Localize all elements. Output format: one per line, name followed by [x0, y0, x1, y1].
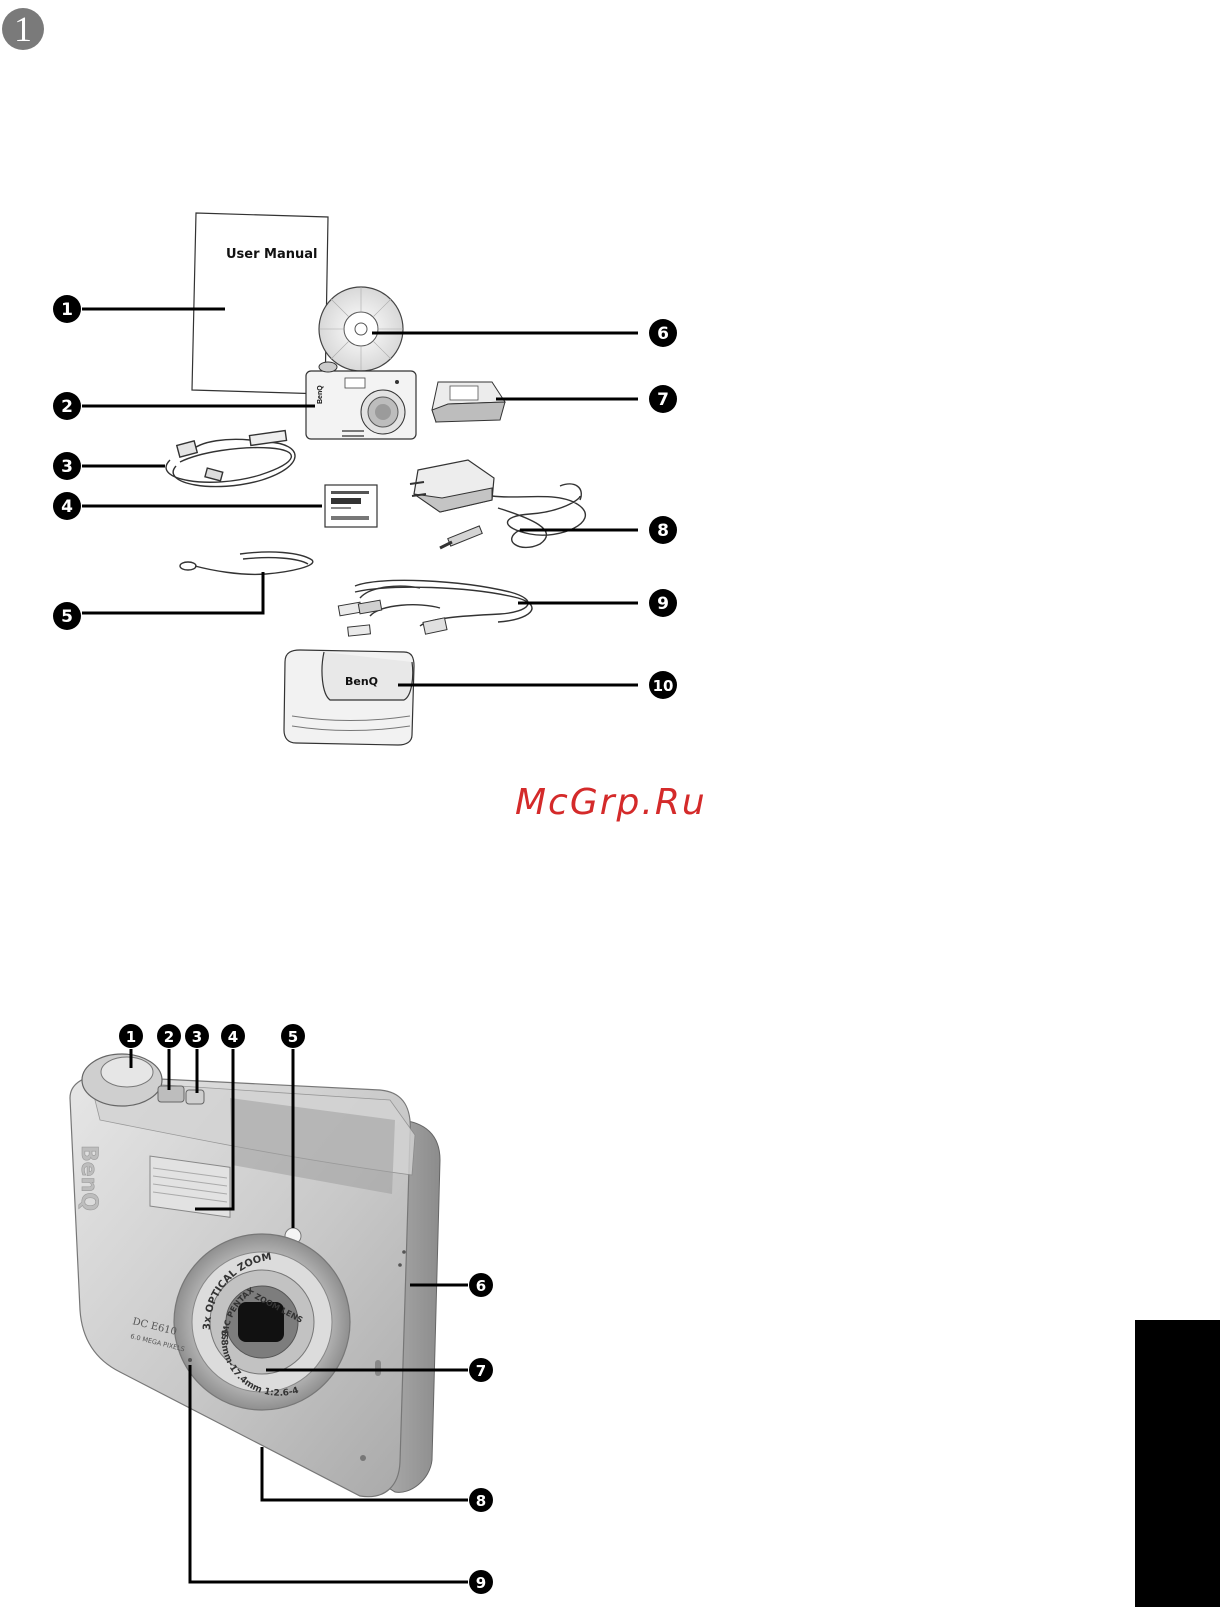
callout-4: 4 [53, 492, 81, 520]
camera-callout-1: 1 [119, 1024, 143, 1048]
camera-callout-5: 5 [281, 1024, 305, 1048]
av-cable-illustration [338, 580, 532, 636]
battery-illustration [325, 485, 377, 527]
svg-text:5: 5 [61, 607, 73, 627]
camera-pouch-illustration: BenQ [284, 650, 414, 745]
svg-text:7: 7 [476, 1362, 486, 1380]
callout-10: 10 [649, 671, 677, 699]
svg-text:1: 1 [126, 1028, 136, 1046]
mode-button [186, 1090, 204, 1104]
camera-callout-7: 7 [469, 1358, 493, 1382]
svg-text:6: 6 [657, 324, 669, 344]
user-manual-illustration: User Manual [192, 213, 328, 394]
callout-6: 6 [649, 319, 677, 347]
camera-callout-6: 6 [469, 1273, 493, 1297]
svg-text:8: 8 [476, 1492, 486, 1510]
manual-title: User Manual [226, 247, 318, 262]
callout-2: 2 [53, 392, 81, 420]
svg-text:4: 4 [61, 497, 73, 517]
svg-text:5: 5 [288, 1028, 298, 1046]
svg-text:9: 9 [657, 594, 669, 614]
camera-callout-2: 2 [157, 1024, 181, 1048]
power-button [158, 1086, 184, 1102]
package-contents: User Manual [53, 213, 677, 745]
camera-brand: BenQ [76, 1145, 101, 1211]
side-tab [1135, 1320, 1220, 1607]
callout-3: 3 [53, 452, 81, 480]
camera-callout-9: 9 [469, 1570, 493, 1594]
svg-text:3: 3 [192, 1028, 202, 1046]
svg-text:10: 10 [653, 677, 674, 695]
camera-illustration: BenQ [306, 362, 416, 439]
ac-adapter-illustration [410, 460, 585, 548]
camera-brand-small: BenQ [317, 385, 324, 404]
cd-illustration [319, 287, 403, 371]
svg-text:1: 1 [61, 300, 73, 320]
microphone [188, 1358, 192, 1362]
usb-cable-illustration [166, 431, 295, 487]
battery-charger-illustration [432, 382, 505, 422]
callout-5: 5 [53, 602, 81, 630]
svg-text:9: 9 [476, 1574, 486, 1592]
callout-1: 1 [53, 295, 81, 323]
svg-text:3: 3 [61, 457, 73, 477]
svg-text:6: 6 [476, 1277, 486, 1295]
camera-callout-3: 3 [185, 1024, 209, 1048]
callout-7: 7 [649, 385, 677, 413]
callout-8: 8 [649, 516, 677, 544]
svg-text:4: 4 [228, 1028, 238, 1046]
wrist-strap-illustration [180, 552, 313, 574]
svg-text:2: 2 [61, 397, 73, 417]
svg-text:7: 7 [657, 390, 669, 410]
watermark: McGrp.Ru [515, 782, 707, 823]
camera-callout-4: 4 [221, 1024, 245, 1048]
pouch-brand: BenQ [345, 675, 378, 688]
camera-callout-8: 8 [469, 1488, 493, 1512]
svg-text:8: 8 [657, 521, 669, 541]
svg-text:2: 2 [164, 1028, 174, 1046]
callout-9: 9 [649, 589, 677, 617]
